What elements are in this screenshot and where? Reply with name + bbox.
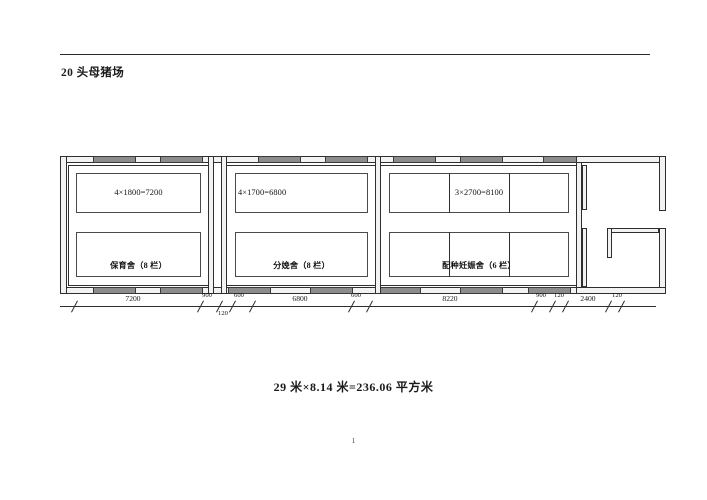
dimension-label-6800: 6800 bbox=[292, 294, 308, 303]
pen-top-hall-1-label: 4×1800=7200 bbox=[114, 188, 163, 197]
window-block-top-5 bbox=[393, 156, 436, 163]
window-block-top-6 bbox=[460, 156, 503, 163]
pen-bottom-hall-3-divider-1 bbox=[449, 232, 450, 277]
pen-top-hall-3 bbox=[389, 173, 569, 213]
dimension-label-600-a: 600 bbox=[234, 292, 244, 299]
corridor-line-h1-bottom bbox=[68, 285, 208, 286]
figure-caption: 29 米×8.14 米=236.06 平方米 bbox=[273, 380, 434, 394]
corridor-line-h2-top bbox=[227, 165, 375, 166]
pen-bottom-hall-3-label: 配种妊娠舍（6 栏） bbox=[442, 261, 516, 270]
window-block-bottom-1 bbox=[93, 287, 136, 294]
partition-wall-1 bbox=[208, 156, 214, 294]
dimension-label-120-c: 120 bbox=[612, 292, 622, 299]
dimension-label-120-a: 120 bbox=[218, 310, 228, 317]
floorplan-drawing: 4×1800=7200 保育舍（8 栏） 4×1700=6800 分娩舍（8 栏… bbox=[60, 148, 666, 328]
pen-top-hall-3-divider-1 bbox=[449, 173, 450, 213]
dimension-tick-1 bbox=[196, 300, 207, 313]
page-title: 20 头母猪场 bbox=[61, 67, 125, 79]
dimension-tick-10 bbox=[604, 300, 615, 313]
service-wall-right-lower bbox=[659, 228, 666, 294]
window-block-bottom-3 bbox=[228, 287, 271, 294]
dimension-label-900-a: 900 bbox=[202, 292, 212, 299]
window-block-bottom-4 bbox=[310, 287, 353, 294]
service-inner-room-left bbox=[607, 228, 612, 258]
window-block-bottom-2 bbox=[160, 287, 203, 294]
corridor-line-h3-bottom bbox=[381, 285, 576, 286]
corridor-line-h1-left bbox=[68, 165, 69, 286]
corridor-line-h2-bottom bbox=[227, 285, 375, 286]
service-stub-lower-left bbox=[582, 228, 587, 287]
window-block-top-4 bbox=[325, 156, 368, 163]
corridor-line-h1-top bbox=[68, 165, 208, 166]
window-block-top-3 bbox=[258, 156, 301, 163]
dimension-label-120-b: 120 bbox=[554, 292, 564, 299]
pen-top-hall-2 bbox=[235, 173, 368, 213]
pen-bottom-hall-1-label: 保育舍（8 栏） bbox=[110, 261, 167, 270]
service-stub-upper-left bbox=[582, 165, 587, 210]
service-wall-right bbox=[659, 156, 666, 211]
service-inner-room-top bbox=[607, 228, 659, 233]
pen-bottom-hall-3 bbox=[389, 232, 569, 277]
dimension-tick-0 bbox=[70, 300, 81, 313]
pen-bottom-hall-2 bbox=[235, 232, 368, 277]
partition-wall-2 bbox=[375, 156, 381, 294]
window-block-top-2 bbox=[160, 156, 203, 163]
pen-bottom-hall-2-label: 分娩舍（8 栏） bbox=[273, 261, 330, 270]
pen-bottom-hall-1 bbox=[76, 232, 201, 277]
window-block-bottom-5 bbox=[378, 287, 421, 294]
pen-top-hall-3-divider-2 bbox=[509, 173, 510, 213]
dimension-tick-8 bbox=[548, 300, 559, 313]
header-divider bbox=[60, 54, 650, 55]
exterior-wall-left bbox=[60, 156, 67, 294]
dimension-label-600-b: 600 bbox=[351, 292, 361, 299]
corridor-line-h3-top bbox=[381, 165, 576, 166]
dimension-label-2400: 2400 bbox=[580, 294, 596, 303]
page-number: 1 bbox=[351, 437, 356, 445]
dimension-tick-11 bbox=[617, 300, 628, 313]
dimension-tick-6 bbox=[365, 300, 376, 313]
partition-wall-1b bbox=[221, 156, 227, 294]
service-wall-bottom bbox=[576, 287, 666, 294]
dimension-label-8220: 8220 bbox=[442, 294, 458, 303]
service-wall-top bbox=[576, 156, 666, 163]
pen-bottom-hall-3-divider-2 bbox=[509, 232, 510, 277]
dimension-tick-7 bbox=[530, 300, 541, 313]
pen-top-hall-3-label: 3×2700=8100 bbox=[454, 188, 504, 197]
dimension-line bbox=[60, 306, 656, 307]
window-block-bottom-7 bbox=[528, 287, 571, 294]
dimension-label-7200: 7200 bbox=[125, 294, 141, 303]
dimension-tick-5 bbox=[347, 300, 358, 313]
pen-top-hall-1 bbox=[76, 173, 201, 213]
window-block-top-1 bbox=[93, 156, 136, 163]
pen-top-hall-2-label: 4×1700=6800 bbox=[238, 188, 287, 197]
window-block-bottom-6 bbox=[460, 287, 503, 294]
dimension-label-900-b: 900 bbox=[536, 292, 546, 299]
